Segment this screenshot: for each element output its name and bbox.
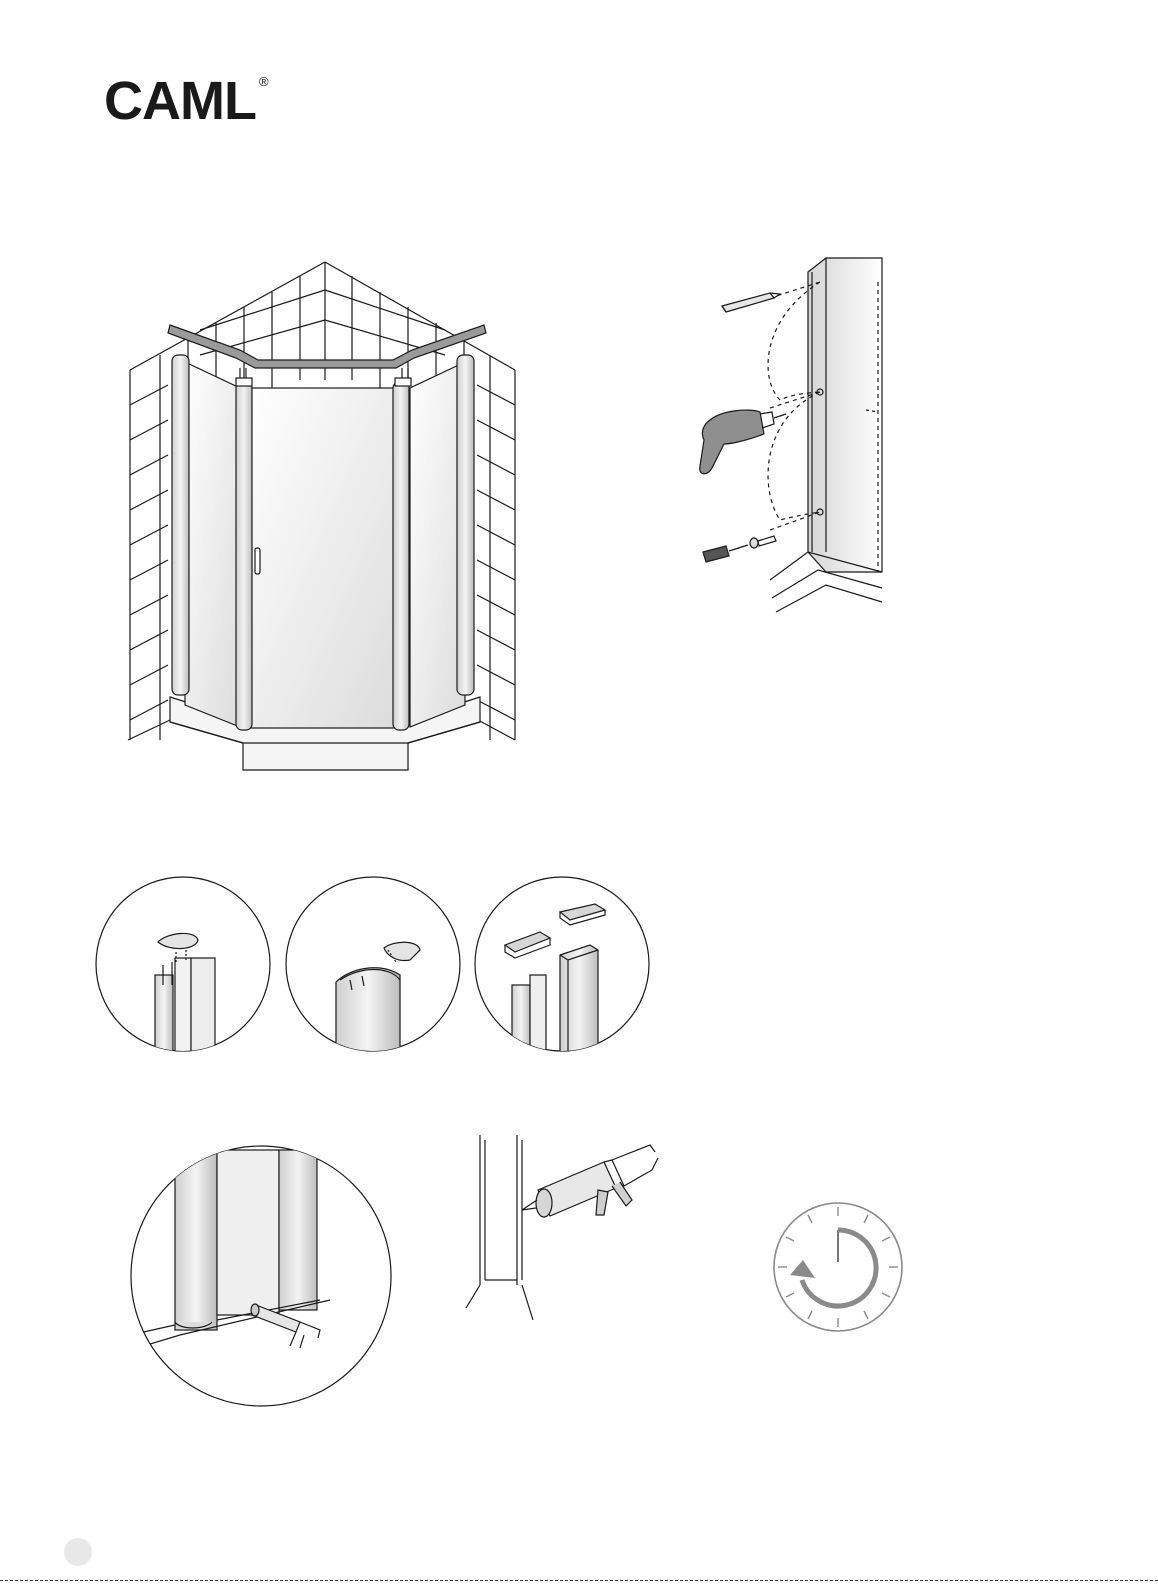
end-cap-step-3: [475, 877, 649, 1080]
wall-drilling-illustration: [700, 258, 882, 612]
pencil-icon: [722, 293, 780, 312]
shower-enclosure-illustration: [128, 262, 515, 770]
page-number-marker: [64, 1538, 92, 1566]
shower-door: [250, 388, 396, 728]
end-cap-step-1: [96, 877, 270, 1075]
door-handle: [255, 548, 260, 574]
bottom-cut-line: [0, 1580, 1158, 1581]
left-side-panel: [185, 362, 240, 727]
mounted-profile: [808, 258, 882, 572]
screw-icon: [750, 536, 776, 548]
caulking-gun-icon: [522, 1145, 658, 1217]
drill-icon: [700, 410, 786, 474]
wall-profile-left: [172, 355, 189, 695]
bottom-sealing-illustration: [130, 1146, 391, 1406]
end-cap-step-2: [286, 877, 460, 1075]
wall-joint-illustration: [466, 1135, 658, 1320]
screwdriver-icon: [703, 545, 748, 562]
timer-clock-face: [774, 1203, 902, 1331]
door-profile-left: [236, 382, 252, 730]
wall-profile-right: [457, 355, 474, 695]
door-profile-right: [393, 382, 409, 730]
curing-timer-illustration: [774, 1203, 902, 1331]
